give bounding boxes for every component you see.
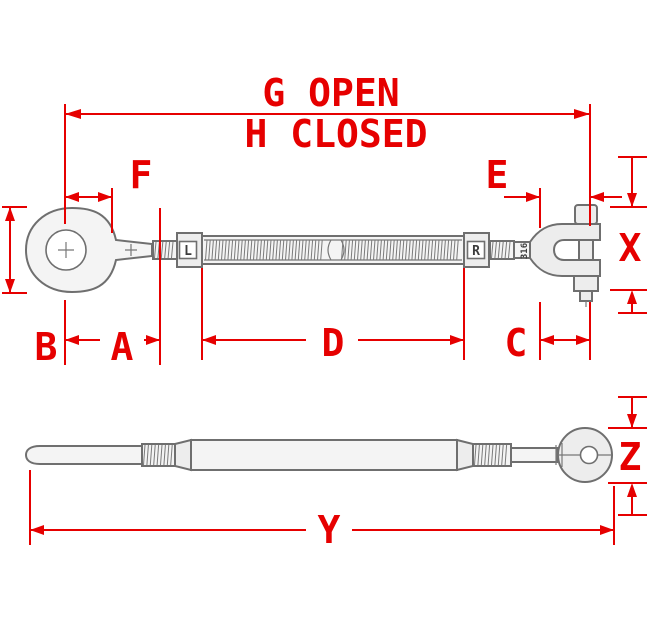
dim-label-y: Y (318, 508, 341, 552)
right-thread-marker: R (472, 244, 480, 259)
dim-eye-od (2, 206, 27, 294)
dim-x: X (610, 156, 647, 314)
dim-c: C (505, 302, 591, 365)
jaw-pin-clip (579, 290, 593, 302)
stud-jaw-pin-hole (579, 445, 599, 465)
dim-f: F (65, 153, 152, 233)
left-thread-marker-box (178, 240, 198, 260)
top-assembly-drawing: L R 316 (24, 204, 601, 307)
jaw-end: 316 (513, 204, 601, 307)
bottom-assembly-drawing (24, 427, 613, 483)
dim-y: Y (29, 470, 615, 552)
dim-z: Z (608, 396, 647, 516)
jaw-fork (529, 223, 601, 277)
dim-label-a: A (111, 325, 134, 369)
body-thread-hatch-left (205, 239, 323, 261)
dim-label-z: Z (619, 435, 642, 479)
dim-label-h-closed: H CLOSED (244, 112, 427, 156)
dim-label-b: B (35, 325, 58, 369)
dim-overall-length: G OPEN H CLOSED (64, 71, 591, 226)
body-thread-hatch-right (341, 239, 459, 261)
right-thread-hatch (491, 241, 511, 259)
dim-label-x: X (619, 226, 642, 270)
body-tube (201, 235, 465, 265)
eye-end (24, 206, 153, 294)
material-marking: 316 (520, 243, 530, 259)
jaw-pin-nut (573, 275, 599, 292)
shank-mark (125, 244, 137, 256)
jaw-pin-head (574, 204, 598, 225)
eye-center-cross (58, 242, 74, 258)
dim-b-a: B A (35, 208, 161, 369)
dimension-annotations: G OPEN H CLOSED F E (2, 71, 647, 552)
dim-label-f: F (130, 153, 153, 197)
stud-body (190, 439, 458, 471)
right-thread-marker-box (466, 240, 486, 260)
stud-right-thread-hatch (474, 444, 508, 466)
stud-left-thread-hatch (143, 444, 173, 466)
dim-label-g-open: G OPEN (262, 71, 399, 115)
stud-jaw-shank (510, 447, 558, 463)
dim-label-e: E (486, 153, 509, 197)
dim-label-c: C (505, 321, 528, 365)
stud-rod (24, 445, 143, 465)
eye-outline (24, 206, 153, 294)
stud-right-flare (456, 438, 474, 472)
body-center-joint (327, 239, 345, 261)
jaw-pin-shaft (578, 239, 594, 261)
left-thread-marker: L (184, 244, 192, 259)
dim-d: D (201, 268, 465, 365)
dim-e: E (486, 153, 622, 228)
dim-label-d: D (322, 321, 345, 365)
stud-left-flare (174, 438, 192, 472)
turnbuckle-body: L R (176, 232, 490, 268)
